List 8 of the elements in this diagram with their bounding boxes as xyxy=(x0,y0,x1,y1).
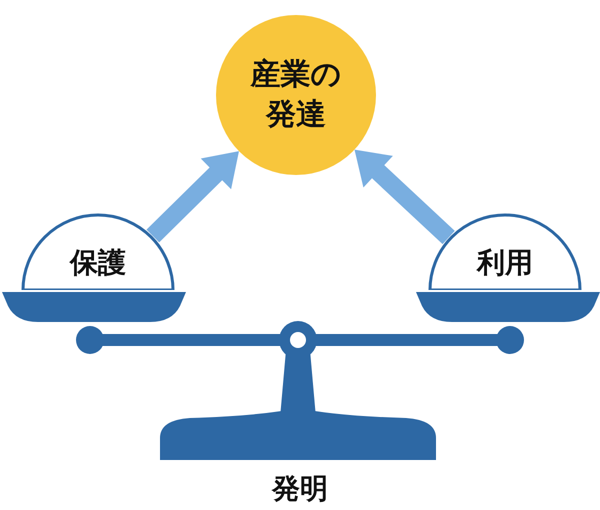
node-label: 利用 xyxy=(477,244,533,281)
node-label: 保護 xyxy=(70,244,126,281)
dome xyxy=(428,213,582,290)
scale-label: 発明 xyxy=(272,472,328,506)
node-label: 産業の発達 xyxy=(249,56,342,134)
arrow xyxy=(146,151,239,242)
arrow xyxy=(354,150,455,244)
dome xyxy=(21,213,175,290)
